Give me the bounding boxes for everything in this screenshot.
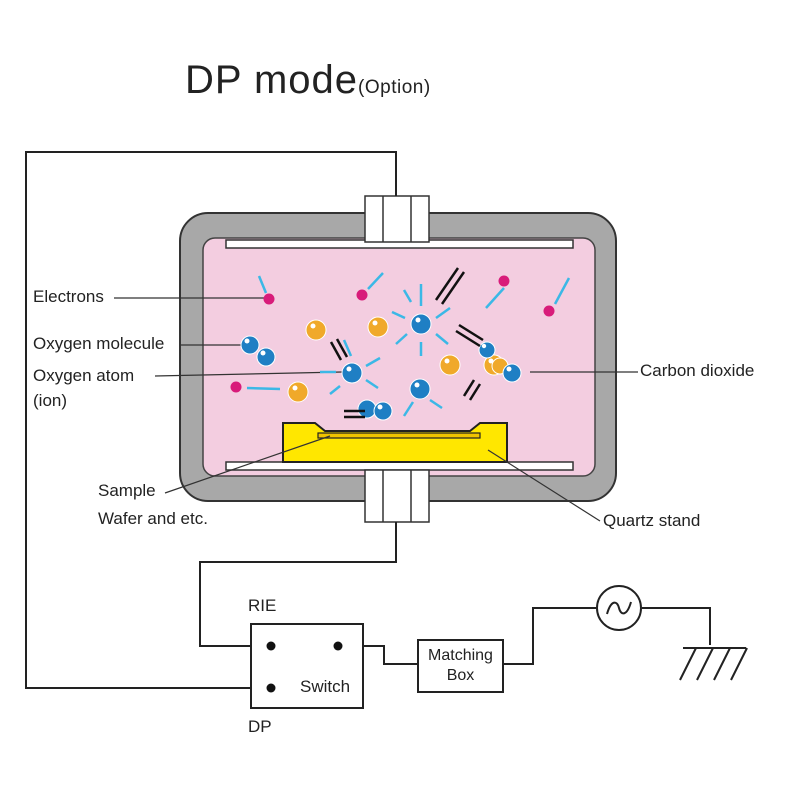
oxygen-radical xyxy=(287,381,309,403)
electron-particle xyxy=(485,275,510,309)
label-oxygen-molecule: Oxygen molecule xyxy=(33,334,165,353)
label-switch: Switch xyxy=(300,677,351,696)
oxygen-radical xyxy=(305,319,327,341)
oxygen-ion xyxy=(402,378,443,417)
switch-box xyxy=(250,623,364,709)
leader-lines xyxy=(114,297,638,522)
matching-line1: Matching xyxy=(428,647,493,664)
title-main: DP mode xyxy=(185,58,359,102)
label-sample-sub: Wafer and etc. xyxy=(98,509,208,528)
particles xyxy=(230,267,571,421)
electron-particle xyxy=(356,272,384,301)
label-sample: Sample xyxy=(98,481,156,500)
page-title: DP mode(Option) xyxy=(185,58,431,103)
lower-electrode xyxy=(225,461,574,471)
label-carbon-dioxide: Carbon dioxide xyxy=(640,361,755,380)
electron-particle xyxy=(257,275,275,305)
matching-box xyxy=(417,639,504,693)
oxygen-ion xyxy=(391,284,451,356)
oxygen-ion xyxy=(320,339,381,395)
upper-feedthrough xyxy=(364,195,430,243)
switch-contact-rie xyxy=(266,641,276,651)
label-electrons: Electrons xyxy=(33,287,104,306)
ac-source-icon xyxy=(596,585,642,631)
label-quartz-stand: Quartz stand xyxy=(603,511,701,530)
electron-particle xyxy=(543,277,571,317)
oxygen-molecule xyxy=(357,399,393,421)
oxygen-radical xyxy=(367,316,389,338)
label-oxygen-atom-ion: (ion) xyxy=(33,391,68,410)
label-rie: RIE xyxy=(248,596,277,615)
sample-wafer xyxy=(317,432,481,439)
switch-contact-dp xyxy=(266,683,276,693)
electron-particle xyxy=(230,381,281,393)
bond-marks xyxy=(329,267,484,419)
oxygen-radical xyxy=(439,354,461,376)
title-option: (Option) xyxy=(358,77,431,98)
carbon-dioxide-molecule xyxy=(478,341,522,383)
label-dp: DP xyxy=(248,717,272,736)
label-matching-box: Matching Box xyxy=(418,646,503,686)
ground-icon xyxy=(679,647,748,681)
lower-feedthrough xyxy=(364,469,430,523)
label-oxygen-atom: Oxygen atom xyxy=(33,366,135,385)
switch-contact-out xyxy=(333,641,343,651)
matching-line2: Box xyxy=(446,667,475,684)
oxygen-molecule xyxy=(240,335,276,367)
